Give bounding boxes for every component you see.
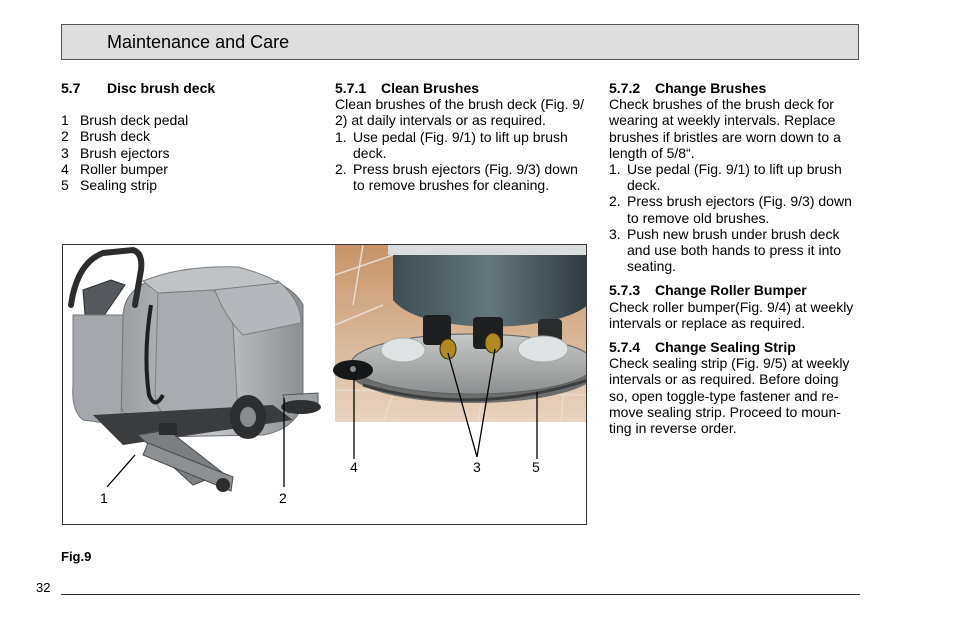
step-line: seating.	[627, 258, 677, 275]
step-line: Press brush ejectors (Fig. 9/3) down	[627, 193, 852, 210]
item-number: 1	[61, 112, 69, 129]
item-number: 5	[61, 177, 69, 194]
step-number: 3.	[609, 225, 621, 242]
footer-divider	[61, 594, 860, 595]
list-item: 5 Sealing strip	[61, 177, 311, 193]
section-heading-5-7-4: 5.7.4 Change Sealing Strip	[609, 339, 864, 355]
section-number: 5.7.2	[609, 80, 641, 96]
paragraph-line: Clean brushes of the brush deck (Fig. 9/	[335, 96, 585, 113]
section-heading-5-7: 5.7 Disc brush deck	[61, 80, 311, 96]
paragraph-line: Check brushes of the brush deck for	[609, 96, 834, 113]
step-number: 2.	[335, 161, 347, 178]
item-label: Brush ejectors	[80, 144, 170, 161]
list-item: 2 Brush deck	[61, 128, 311, 144]
scrubber-machine-photo	[68, 246, 321, 492]
section-title-text: Change Brushes	[655, 80, 767, 96]
figure-illustration	[68, 245, 586, 492]
paragraph-line: Check roller bumper(Fig. 9/4) at weekly	[609, 298, 854, 315]
section-title: Maintenance and Care	[107, 32, 290, 52]
section-heading-5-7-3: 5.7.3 Change Roller Bumper	[609, 282, 864, 298]
item-number: 4	[61, 160, 69, 177]
step-line: and use both hands to press it into	[627, 242, 842, 259]
list-item: 1. Use pedal (Fig. 9/1) to lift up brush…	[609, 161, 864, 193]
step-line: to remove old brushes.	[627, 209, 770, 226]
callout-label-4: 4	[350, 459, 358, 475]
step-line: to remove brushes for cleaning.	[353, 177, 550, 194]
column-clean-brushes: 5.7.1 Clean Brushes Clean brushes of the…	[335, 80, 593, 193]
paragraph-line: intervals or replace as required.	[609, 314, 806, 331]
step-number: 2.	[609, 193, 621, 210]
callout-label-1: 1	[100, 490, 108, 506]
item-label: Brush deck pedal	[80, 112, 189, 129]
paragraph-line: so, open toggle-type fastener and re-	[609, 387, 839, 404]
item-label: Sealing strip	[80, 177, 158, 194]
figure-9: 1 2 4 3 5	[62, 244, 587, 525]
step-line: Press brush ejectors (Fig. 9/3) down	[353, 161, 578, 178]
paragraph-line: 2) at daily intervals or as required.	[335, 112, 546, 129]
paragraph-line: ting in reverse order.	[609, 420, 737, 437]
callout-label-2: 2	[279, 490, 287, 506]
paragraph-line: brushes if bristles are worn down to a	[609, 128, 841, 145]
paragraph-line: wearing at weekly intervals. Replace	[609, 112, 836, 129]
callout-line-1	[106, 454, 136, 488]
item-number: 2	[61, 128, 69, 145]
step-number: 1.	[609, 161, 621, 178]
step-line: Push new brush under brush deck	[627, 225, 840, 242]
section-number: 5.7.4	[609, 339, 641, 356]
column-change-sections: 5.7.2 Change Brushes Check brushes of th…	[609, 80, 864, 436]
item-label: Roller bumper	[80, 160, 168, 177]
section-title-text: Disc brush deck	[107, 80, 216, 96]
brush-deck-photo	[333, 245, 586, 423]
callout-label-3: 3	[473, 459, 481, 475]
section-number: 5.7.1	[335, 80, 367, 96]
section-title-text: Clean Brushes	[381, 80, 480, 96]
item-label: Brush deck	[80, 128, 151, 145]
parts-list: 1 Brush deck pedal 2 Brush deck 3 Brush eje…	[61, 112, 311, 193]
section-title-text: Change Sealing Strip	[655, 339, 796, 356]
list-item: 3 Brush ejectors	[61, 145, 311, 161]
step-line: Use pedal (Fig. 9/1) to lift up brush	[627, 161, 842, 178]
step-line: Use pedal (Fig. 9/1) to lift up brush	[353, 128, 568, 145]
list-item: 4 Roller bumper	[61, 161, 311, 177]
section-heading-5-7-2: 5.7.2 Change Brushes	[609, 80, 864, 96]
section-number: 5.7.3	[609, 282, 641, 299]
step-number: 1.	[335, 128, 347, 145]
figure-caption: Fig.9	[61, 549, 92, 564]
callout-label-5: 5	[532, 459, 540, 475]
section-header-bar: Maintenance and Care	[61, 24, 859, 60]
list-item: 1 Brush deck pedal	[61, 112, 311, 128]
list-item: 1. Use pedal (Fig. 9/1) to lift up brush…	[335, 129, 593, 161]
paragraph-line: Check sealing strip (Fig. 9/5) at weekly	[609, 355, 850, 372]
page-number: 32	[36, 580, 51, 595]
paragraph-line: length of 5/8“.	[609, 144, 695, 161]
callout-line-3b	[476, 348, 496, 458]
section-title-text: Change Roller Bumper	[655, 282, 807, 299]
section-number: 5.7	[61, 80, 81, 96]
step-line: deck.	[353, 144, 387, 161]
step-line: deck.	[627, 177, 661, 194]
callout-line-3a	[447, 352, 478, 458]
paragraph-line: intervals or as required. Before doing	[609, 371, 839, 388]
section-heading-5-7-1: 5.7.1 Clean Brushes	[335, 80, 593, 96]
paragraph-line: move sealing strip. Proceed to moun-	[609, 403, 841, 420]
item-number: 3	[61, 144, 69, 161]
